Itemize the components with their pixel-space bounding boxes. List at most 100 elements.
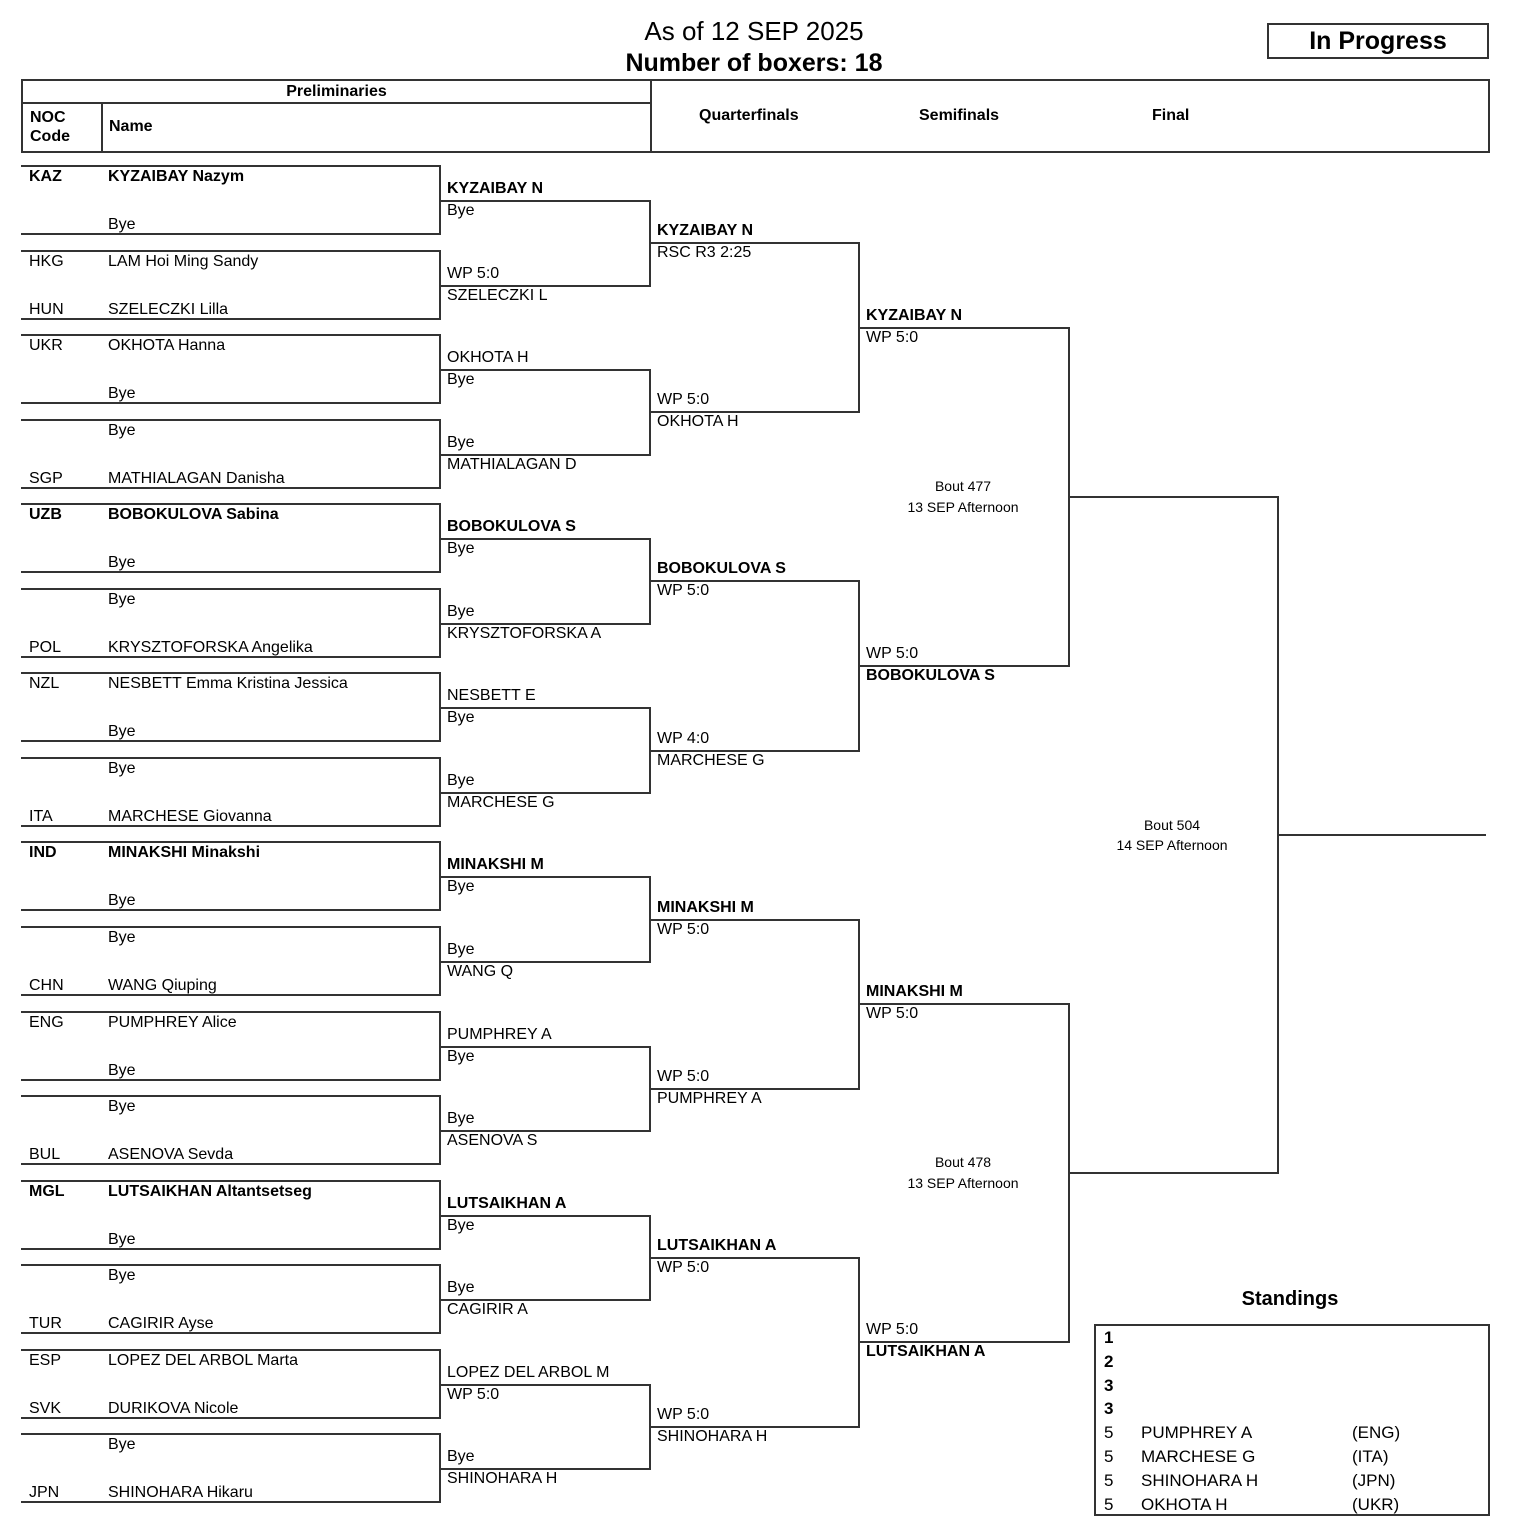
entry-noc: TUR [29, 1315, 62, 1333]
sf-winner: BOBOKULOVA S [866, 667, 995, 685]
entry-name: Bye [108, 928, 136, 946]
entry-name: SZELECZKI Lilla [108, 300, 229, 318]
entry-noc: HUN [29, 300, 64, 318]
r16-winner: MINAKSHI M [447, 856, 544, 874]
entry-noc: SVK [29, 1399, 62, 1417]
sf-result: WP 5:0 [866, 645, 919, 663]
entry-name: DURIKOVA Nicole [108, 1399, 239, 1417]
sf-result: WP 5:0 [866, 1321, 919, 1339]
prelim-bout-top-line [21, 841, 439, 844]
noc-code-header-line2: Code [30, 128, 70, 145]
prelim-bout-bottom-line [21, 909, 439, 912]
standings-row: 3 [1104, 1397, 1484, 1421]
prelim-bout-bottom-line [21, 740, 439, 743]
r16-result: Bye [447, 540, 475, 558]
sf-line [858, 326, 1068, 329]
r16-line [439, 1130, 649, 1133]
prelim-bout-bottom-line [21, 1163, 439, 1166]
prelim-bout-bottom-line [21, 1501, 439, 1504]
entry-name: NESBETT Emma Kristina Jessica [108, 675, 348, 693]
r16-result: Bye [447, 371, 475, 389]
r16-result: Bye [447, 940, 475, 958]
qf-winner: PUMPHREY A [657, 1089, 762, 1107]
prelim-bout-bottom-line [21, 1332, 439, 1335]
bout-schedule: 13 SEP Afternoon [907, 498, 1019, 515]
sf-line [858, 1003, 1068, 1006]
prelim-bout-top-line [21, 165, 439, 167]
standings-row: 2 [1104, 1350, 1484, 1374]
prelim-bout-top-line [21, 672, 439, 675]
status-badge: In Progress [1267, 23, 1489, 59]
r16-line [439, 960, 649, 963]
entry-name: Bye [108, 385, 136, 403]
standings-rank: 5 [1104, 1494, 1114, 1514]
entry-name: Bye [108, 1267, 136, 1285]
entry-name: BOBOKULOVA Sabina [108, 506, 279, 524]
qf-line [649, 411, 858, 414]
entry-name: MATHIALAGAN Danisha [108, 469, 285, 487]
entry-name: Bye [108, 1061, 136, 1079]
entry-name: SHINOHARA Hikaru [108, 1484, 253, 1502]
qf-line [649, 918, 858, 921]
prelim-bout-bottom-line [21, 1247, 439, 1250]
entry-name: Bye [108, 421, 136, 439]
semifinals-header: Semifinals [919, 107, 1000, 124]
entry-noc: ESP [29, 1351, 62, 1369]
r16-line [439, 284, 649, 287]
noc-code-header-line1: NOC [30, 109, 66, 126]
bracket-header: Preliminaries NOC Code Name Quarterfinal… [21, 79, 1490, 153]
r16-winner: MATHIALAGAN D [447, 455, 577, 473]
entry-name: MINAKSHI Minakshi [108, 844, 261, 862]
r16-line [439, 1468, 649, 1471]
entry-noc: NZL [29, 675, 60, 693]
qf-result: WP 5:0 [657, 1405, 710, 1423]
standings-row: 3 [1104, 1374, 1484, 1398]
entry-name: Bye [108, 1230, 136, 1248]
r16-line [439, 1214, 649, 1217]
r16-winner: SZELECZKI L [447, 286, 548, 304]
r16-line [439, 791, 649, 794]
prelim-bout-top-line [21, 334, 439, 337]
r16-line [439, 453, 649, 456]
entry-noc: UKR [29, 337, 63, 355]
r16-winner: SHINOHARA H [447, 1470, 558, 1488]
prelim-bout-top-line [21, 1433, 439, 1436]
entry-noc: HKG [29, 252, 64, 270]
qf-result: WP 5:0 [657, 1258, 710, 1276]
prelim-bout-bottom-line [21, 824, 439, 827]
name-header: Name [109, 118, 153, 135]
prelim-bout-bottom-line [21, 1416, 439, 1419]
r16-line [439, 369, 649, 372]
r16-result: Bye [447, 602, 475, 620]
entry-name: Bye [108, 590, 136, 608]
prelim-bout-top-line [21, 1348, 439, 1351]
champion-line [1277, 834, 1486, 837]
r16-winner: CAGIRIR A [447, 1301, 528, 1319]
prelim-bout-bottom-line [21, 402, 439, 405]
entry-noc: ENG [29, 1013, 64, 1031]
r16-line [439, 200, 649, 202]
bout-schedule: 13 SEP Afternoon [907, 1175, 1019, 1192]
entry-noc: JPN [29, 1484, 60, 1502]
prelim-bout-top-line [21, 503, 439, 506]
entry-name: Bye [108, 216, 136, 233]
qf-line [649, 242, 858, 245]
entry-name: LOPEZ DEL ARBOL Marta [108, 1351, 298, 1369]
number-of-boxers: Number of boxers: 18 [625, 49, 883, 77]
prelim-bout-top-line [21, 1095, 439, 1098]
entry-noc: SGP [29, 469, 63, 487]
entry-noc: ITA [29, 807, 53, 825]
qf-result: WP 4:0 [657, 729, 710, 747]
standings-row: 1 [1104, 1326, 1484, 1350]
r16-result: Bye [447, 202, 475, 219]
entry-noc: IND [29, 844, 57, 862]
qf-line [649, 1256, 858, 1259]
r16-result: WP 5:0 [447, 1385, 500, 1403]
r16-result: Bye [447, 1279, 475, 1297]
entry-name: KYZAIBAY Nazym [108, 168, 245, 185]
r16-line [439, 1383, 649, 1386]
prelim-bout-bottom-line [21, 486, 439, 489]
r16-result: Bye [447, 878, 475, 896]
